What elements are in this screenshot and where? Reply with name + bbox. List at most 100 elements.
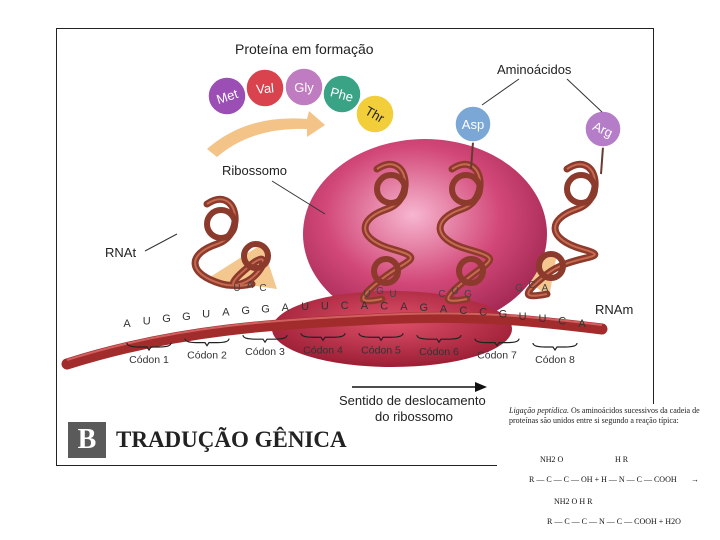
mrna-base: A: [400, 301, 408, 313]
anticodon-base: G: [376, 286, 384, 297]
reaction-diagram: NH2 O H R R — C — C — OH + H — N — C — C…: [529, 455, 699, 526]
codon-1: Códon 1: [126, 342, 172, 366]
anticodon-base: G: [464, 289, 472, 300]
free-amino-acid-arg: Arg: [584, 110, 622, 175]
codon-label: Códon 4: [303, 344, 343, 356]
codon-label: Códon 3: [245, 346, 285, 358]
mrna-base: G: [261, 303, 270, 315]
codon-3: Códon 3: [242, 335, 288, 358]
reaction-r1-top: H R: [615, 455, 629, 464]
mrna-label: RNAm: [595, 302, 633, 317]
mrna-base: U: [538, 313, 546, 325]
flow-arrow-bottom-left: [207, 244, 277, 289]
mrna-base: G: [419, 302, 428, 314]
trna-pointer: [144, 233, 178, 252]
reaction-r1-chain: R — C — C — OH + H — N — C — COOH: [529, 475, 677, 484]
note-lead: Ligação peptídica.: [509, 406, 569, 415]
codon-label: Códon 5: [361, 344, 401, 356]
codon-4: Códon 4: [300, 333, 346, 356]
note-body: Os aminoácidos sucessivos da cadeia de p…: [509, 406, 700, 425]
anticodon-base: A: [542, 283, 549, 294]
mrna-base: G: [162, 313, 171, 325]
anticodon-base: G: [515, 283, 523, 294]
trna-label: RNAt: [105, 245, 136, 260]
flow-arrow-left: [207, 111, 325, 157]
peptide-bond-note: Ligação peptídica. Os aminoácidos sucess…: [497, 404, 719, 540]
svg-text:Gly: Gly: [294, 80, 314, 95]
mrna-base: C: [479, 307, 487, 319]
svg-text:Met: Met: [215, 86, 241, 107]
trna-1: [191, 195, 271, 290]
mrna-highlight: [66, 312, 603, 361]
codon-label: Códon 7: [477, 350, 517, 362]
reaction-arrow: →: [691, 475, 699, 484]
direction-label-line1: Sentido de deslocamento: [339, 393, 486, 408]
codon-8: Códon 8: [532, 342, 578, 366]
banner-title: TRADUÇÃO GÊNICA: [116, 427, 347, 452]
anticodon-base: U: [363, 289, 370, 300]
direction-arrowhead: [475, 382, 487, 392]
amino-acid-gly: Gly: [284, 67, 324, 107]
direction-label-line2: do ribossomo: [375, 409, 453, 424]
amino-acid-thr: Thr: [355, 94, 395, 134]
mrna-base: G: [241, 305, 250, 317]
mrna-base: A: [361, 300, 369, 312]
ribosome-label: Ribossomo: [222, 163, 287, 178]
amino-acid-met: Met: [207, 76, 247, 116]
mrna-strand: [61, 311, 608, 370]
ribosome-large-subunit: [303, 139, 547, 329]
mrna-base: A: [282, 302, 290, 314]
mrna-base: C: [341, 300, 349, 312]
note-text: Ligação peptídica. Os aminoácidos sucess…: [509, 406, 717, 426]
mrna-base: C: [459, 305, 467, 317]
reaction-r2-groups: NH2 O H R: [554, 497, 593, 506]
amino-acid-phe: Phe: [322, 74, 362, 114]
ribosome-pointer: [271, 180, 326, 215]
mrna-base: A: [440, 303, 448, 315]
codon-6: Códon 6: [416, 335, 462, 358]
codon-label: Códon 6: [419, 346, 459, 358]
mrna-base: G: [499, 309, 508, 321]
mrna-base: A: [578, 318, 586, 330]
anticodon-base: U: [233, 283, 240, 294]
codon-2: Códon 2: [184, 338, 230, 362]
mrna-base: C: [380, 300, 388, 312]
banner-letter: B: [68, 422, 106, 458]
amino-acid-val: Val: [245, 68, 285, 108]
flow-arrow-bottom-right: [515, 254, 557, 297]
amino-acids-pointer-1: [481, 78, 520, 106]
mrna-base: U: [301, 301, 309, 313]
reaction-r1-groups: NH2 O: [540, 455, 564, 464]
mrna-base: A: [123, 318, 131, 330]
codon-label: Códon 2: [187, 350, 227, 362]
reaction-r2-chain: R — C — C — N — C — COOH + H2O: [547, 517, 681, 526]
svg-text:Phe: Phe: [329, 84, 355, 104]
anticodon-base: C: [438, 289, 445, 300]
ribosome-small-subunit: [272, 291, 512, 367]
svg-text:Val: Val: [256, 80, 275, 97]
anticodon-base: A: [247, 280, 254, 291]
mrna-base: U: [321, 300, 329, 312]
amino-acids-label: Aminoácidos: [497, 62, 572, 77]
free-amino-acid-asp: Asp: [454, 105, 492, 170]
trna-4: [524, 160, 599, 300]
codon-label: Códon 1: [129, 354, 169, 366]
trna-3: [436, 160, 494, 305]
mrna-base: C: [558, 316, 566, 328]
mrna-base: G: [182, 311, 191, 323]
mrna-base: U: [519, 311, 527, 323]
anticodon-base: U: [451, 286, 458, 297]
mrna-base: A: [222, 307, 230, 319]
codon-label: Códon 8: [535, 354, 575, 366]
anticodon-base: C: [528, 280, 535, 291]
amino-acids-pointer-2: [566, 78, 603, 113]
codon-7: Códon 7: [474, 338, 520, 362]
svg-text:Asp: Asp: [462, 117, 484, 132]
mrna-base: U: [143, 316, 151, 328]
anticodon-base: U: [389, 289, 396, 300]
anticodon-base: C: [259, 283, 266, 294]
diagram-title: Proteína em formação: [235, 41, 374, 57]
banner: B TRADUÇÃO GÊNICA: [68, 422, 347, 458]
